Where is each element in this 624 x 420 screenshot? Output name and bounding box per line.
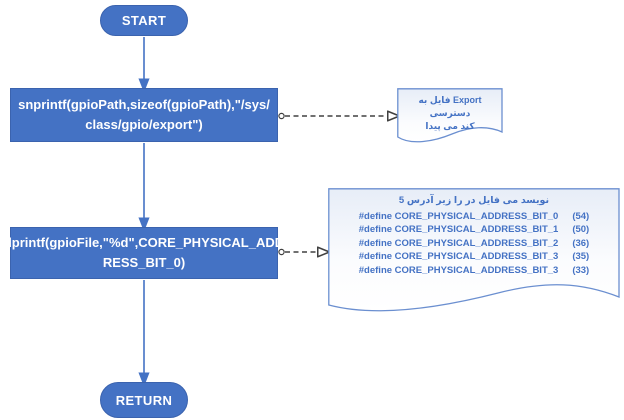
define-row-name: #define CORE_PHYSICAL_ADDRESS_BIT_3 (358, 264, 559, 276)
start-node: START (100, 5, 188, 36)
process-dprintf-node: dprintf(gpioFile,"%d",CORE_PHYSICAL_ADD … (4, 227, 284, 279)
process-snprintf-line2: class/gpio/export") (85, 117, 203, 132)
start-label: START (121, 13, 167, 28)
process-dprintf-line1: dprintf(gpioFile,"%d",CORE_PHYSICAL_ADD (3, 235, 285, 250)
define-row-name: #define CORE_PHYSICAL_ADDRESS_BIT_2 (358, 237, 559, 249)
define-row-value: (35) (572, 251, 590, 263)
note-defines-content: 5‎ آدرس‎ زیر‎ را‎ در‎ فایل‎ می‎ نویسد #d… (328, 188, 620, 277)
define-row-value: (36) (572, 237, 590, 249)
document-shape-big (328, 188, 620, 312)
note-export-line1: به‎ فایل‎ Export‎ دسترسی (418, 95, 482, 118)
note-defines: 5‎ آدرس‎ زیر‎ را‎ در‎ فایل‎ می‎ نویسد #d… (328, 188, 620, 320)
define-row-name: #define CORE_PHYSICAL_ADDRESS_BIT_0 (358, 211, 559, 222)
dashed-connector-snprintf-to-export-note (278, 113, 389, 118)
defines-list: #define CORE_PHYSICAL_ADDRESS_BIT_0 (54)… (328, 210, 620, 277)
define-row-value: (33) (572, 264, 590, 276)
process-snprintf-node: snprintf(gpioPath,sizeof(gpioPath),"/sys… (10, 88, 278, 142)
note-export-text: به‎ فایل‎ Export‎ دسترسی پیدا‎ می‎ کند (397, 88, 503, 133)
process-dprintf-line2: RESS_BIT_0) (102, 255, 186, 270)
note-export-line2: پیدا‎ می‎ کند (425, 121, 475, 131)
process-snprintf-line1: snprintf(gpioPath,sizeof(gpioPath),"/sys… (18, 97, 270, 112)
define-row-name: #define CORE_PHYSICAL_ADDRESS_BIT_1 (358, 224, 559, 236)
return-node: RETURN (100, 382, 188, 418)
dashed-connector-dprintf-to-defines-note (278, 249, 319, 254)
define-row-value: (50) (572, 224, 590, 236)
note-export-access: به‎ فایل‎ Export‎ دسترسی پیدا‎ می‎ کند (397, 88, 503, 148)
return-label: RETURN (115, 392, 173, 408)
document-shape-small (397, 88, 503, 143)
define-row-name: #define CORE_PHYSICAL_ADDRESS_BIT_3 (358, 251, 559, 263)
note-defines-header: 5‎ آدرس‎ زیر‎ را‎ در‎ فایل‎ می‎ نویسد (398, 195, 550, 206)
define-row-value: (54) (572, 211, 590, 222)
